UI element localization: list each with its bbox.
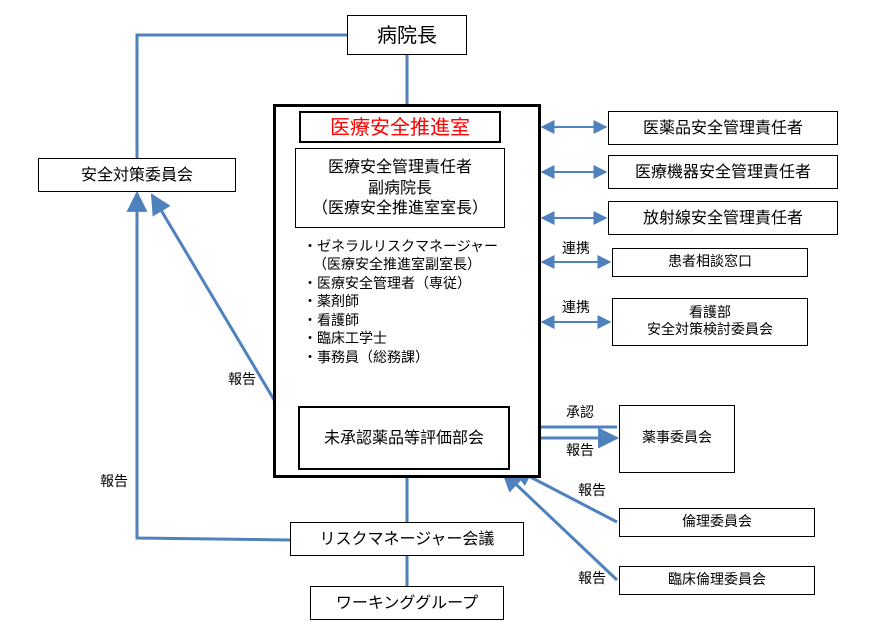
manager-box: 医療安全管理責任者 副病院長 （医療安全推進室室長） xyxy=(295,148,505,228)
clinical-ethics-committee-box: 臨床倫理委員会 xyxy=(619,566,815,595)
ethics-committee-label: 倫理委員会 xyxy=(682,513,752,530)
line-clinical-ethics-report xyxy=(501,470,619,582)
subcommittee-report-label: 報告 xyxy=(228,372,256,388)
patient-consult-box: 患者相談窓口 xyxy=(612,248,808,277)
patient-consult-label: 患者相談窓口 xyxy=(668,253,752,270)
member-item: ・看護師 xyxy=(303,312,359,329)
manager-line-3: （医療安全推進室室長） xyxy=(311,198,488,218)
radiation-safety-box: 放射線安全管理責任者 xyxy=(608,201,838,235)
pharmacy-committee-box: 薬事委員会 xyxy=(619,405,735,473)
nursing-line-2: 安全対策検討委員会 xyxy=(647,322,773,338)
clinical-report-label: 報告 xyxy=(578,571,606,587)
ethics-committee-box: 倫理委員会 xyxy=(619,508,815,537)
director-label: 病院長 xyxy=(377,22,437,47)
nursing-box: 看護部 安全対策検討委員会 xyxy=(612,298,808,346)
manager-line-1: 医療安全管理責任者 xyxy=(327,156,472,176)
radiation-safety-label: 放射線安全管理責任者 xyxy=(642,208,803,227)
risk-meeting-label: リスクマネージャー会議 xyxy=(319,529,495,548)
pharmacy-committee-label: 薬事委員会 xyxy=(642,430,712,447)
working-group-box: ワーキンググループ xyxy=(310,586,504,620)
member-item: ・医療安全管理者（専従） xyxy=(303,275,471,292)
safety-committee-box: 安全対策委員会 xyxy=(38,158,236,192)
member-item: ・事務員（総務課） xyxy=(303,349,429,366)
line-risk-meeting-to-safety xyxy=(126,190,291,542)
member-item: （医療安全推進室副室長） xyxy=(313,257,481,274)
risk-meeting-box: リスクマネージャー会議 xyxy=(290,522,524,556)
manager-line-2: 副病院長 xyxy=(367,177,432,197)
risk-meeting-report-label: 報告 xyxy=(100,474,128,490)
subcommittee-label: 未承認薬品等評価部会 xyxy=(323,428,484,447)
device-safety-box: 医療機器安全管理責任者 xyxy=(608,155,838,189)
pharmacy-report-label: 報告 xyxy=(566,443,594,459)
director-box: 病院長 xyxy=(347,15,467,55)
member-item: ・ゼネラルリスクマネージャー xyxy=(303,239,499,255)
nursing-line-1: 看護部 xyxy=(689,304,731,321)
office-title-box: 医療安全推進室 xyxy=(299,111,501,143)
clinical-ethics-committee-label: 臨床倫理委員会 xyxy=(668,571,766,588)
shonin-label: 承認 xyxy=(566,405,594,421)
device-safety-label: 医療機器安全管理責任者 xyxy=(634,162,811,181)
drug-safety-box: 医薬品安全管理責任者 xyxy=(608,111,838,145)
renkei-label-2: 連携 xyxy=(562,300,590,316)
office-title: 医療安全推進室 xyxy=(330,114,470,139)
subcommittee-box: 未承認薬品等評価部会 xyxy=(298,406,510,470)
drug-safety-label: 医薬品安全管理責任者 xyxy=(642,118,803,137)
working-group-label: ワーキンググループ xyxy=(335,593,479,612)
renkei-label-1: 連携 xyxy=(562,241,590,257)
ethics-report-label: 報告 xyxy=(578,483,606,499)
safety-committee-label: 安全対策委員会 xyxy=(80,165,193,184)
line-director-safety-committee xyxy=(135,33,347,160)
member-item: ・薬剤師 xyxy=(303,294,359,311)
member-item: ・臨床工学士 xyxy=(303,331,387,348)
office-members: ・ゼネラルリスクマネージャー （医療安全推進室副室長） ・医療安全管理者（専従）… xyxy=(303,238,498,367)
